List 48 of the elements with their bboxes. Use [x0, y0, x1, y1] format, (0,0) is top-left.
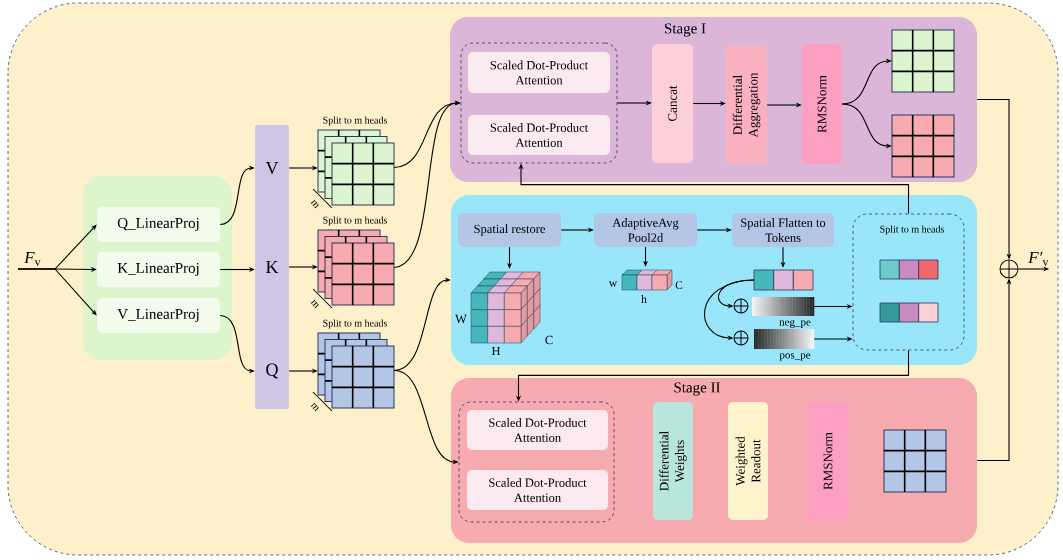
operation-box: Cancat — [652, 44, 693, 163]
panel-title: Stage II — [674, 382, 720, 396]
arrow — [17, 268, 97, 316]
operation-box: Spatial Flatten to Tokens — [732, 213, 834, 247]
dimension-label: m — [310, 199, 319, 209]
projection-box: Q_LinearProj — [97, 207, 220, 242]
operation-box: Weighted Readout — [728, 402, 768, 520]
axis-label: C — [675, 281, 683, 289]
axis-label: H — [491, 346, 501, 356]
token-bar — [753, 269, 814, 291]
matrix-label: V — [265, 161, 279, 175]
projection-box: K_LinearProj — [97, 252, 220, 287]
grid-caption: Split to m heads — [323, 319, 387, 329]
attention-box: Scaled Dot-Product Attention — [468, 52, 610, 93]
token-bar — [879, 302, 939, 323]
axis-label: W — [455, 314, 467, 324]
operation-box: Spatial restore — [458, 213, 561, 247]
input-label: F$_{v}$ — [24, 251, 41, 266]
matrix-label: K — [266, 261, 279, 273]
feature-grid — [883, 429, 947, 493]
feature-grid — [891, 114, 955, 178]
operation-box: AdaptiveAvg Pool2d — [594, 213, 697, 247]
dimension-label: m — [310, 402, 319, 412]
grid-caption: Split to m heads — [323, 216, 387, 226]
axis-label: h — [641, 295, 647, 303]
grid-caption: Split to m heads — [323, 116, 387, 126]
matrix-label: Q — [266, 363, 279, 379]
norm-box: RMSNorm — [808, 402, 848, 520]
operation-box: Differential Weights — [653, 402, 693, 520]
dimension-label: m — [310, 299, 319, 309]
plus-circle — [999, 259, 1019, 279]
axis-label: w — [608, 281, 618, 287]
attention-box: Scaled Dot-Product Attention — [468, 115, 610, 155]
group-title: Split to m heads — [880, 225, 944, 235]
norm-box: RMSNorm — [802, 44, 842, 164]
token-bar — [879, 259, 939, 280]
embedding-label: pos_pe — [779, 353, 811, 361]
attention-box: Scaled Dot-Product Attention — [467, 470, 608, 510]
feature-grid — [891, 29, 955, 93]
projection-box: V_LinearProj — [97, 298, 220, 333]
plus-circle — [733, 330, 749, 346]
embedding-label: neg_pe — [779, 320, 811, 328]
panel-title: Stage I — [665, 23, 706, 37]
attention-box: Scaled Dot-Product Attention — [467, 410, 608, 450]
output-label: F′$_{v}$ — [1028, 251, 1049, 266]
operation-box: Differential Aggregation — [726, 46, 767, 164]
plus-circle — [733, 298, 749, 314]
axis-label: C — [545, 335, 553, 345]
